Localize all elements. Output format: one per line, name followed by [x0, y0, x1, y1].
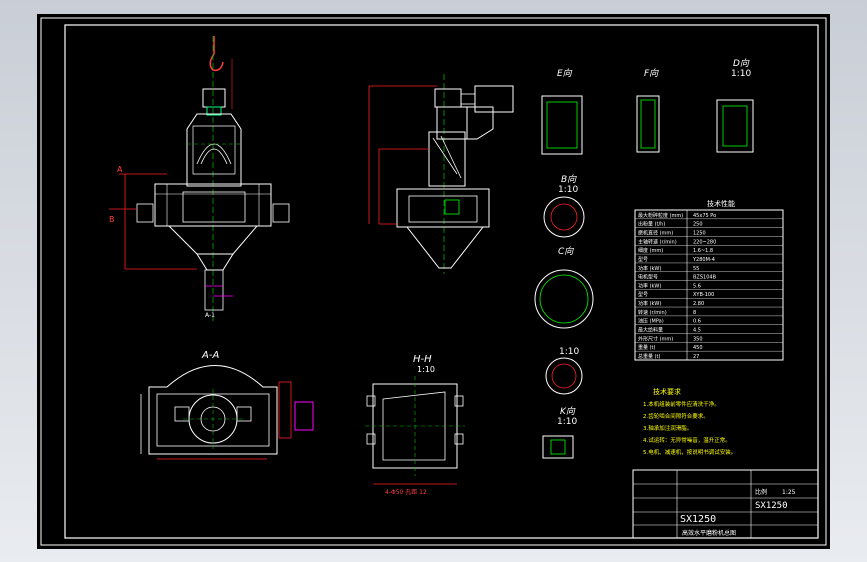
spec-param: 型号 — [638, 291, 648, 298]
inner-border — [64, 24, 819, 539]
spec-value: 5.6 — [693, 283, 701, 289]
section-aa-body — [148, 365, 278, 455]
spec-value: 45x75 Po — [693, 213, 716, 219]
spec-value: 1.6~1.8 — [693, 248, 713, 254]
drawing-name: 高效水平磨粉机总图 — [682, 529, 736, 537]
view-k-frame — [542, 435, 574, 459]
spec-param: 最大粉碎粒度 (mm) — [638, 212, 683, 219]
note-item: 2.齿轮啮合间隙符合要求。 — [643, 412, 709, 420]
scale-value: 1:25 — [782, 489, 796, 496]
spec-param: 功率 (kW) — [638, 300, 661, 307]
cone-side — [405, 226, 485, 269]
section-a-a: A-A — [140, 350, 314, 460]
title-block-frame — [632, 469, 819, 539]
view-k-title: K向 — [560, 406, 576, 417]
note-item: 3.轴承加注润滑脂。 — [643, 424, 692, 432]
spec-table-frame — [634, 209, 784, 361]
drawing-number: SX1250 — [680, 514, 716, 525]
spec-value: 55 — [693, 266, 699, 272]
view-d-frame — [716, 99, 754, 153]
spec-value: BZS104B — [693, 275, 717, 281]
view-e-title: E向 — [557, 68, 573, 79]
spec-param: 型号 — [638, 256, 648, 263]
spec-value: 250 — [693, 222, 703, 228]
view-hh-scale: 1:10 — [417, 365, 435, 374]
view-b-scale: 1:10 — [558, 185, 578, 195]
outer-border — [40, 17, 827, 546]
spec-param: 出粉量 (t/h) — [638, 221, 665, 228]
section-aa-title: A-A — [201, 350, 219, 361]
label-a: A — [117, 165, 123, 174]
spec-param: 功率 (kW) — [638, 265, 661, 272]
view-i-scale: 1:10 — [559, 347, 579, 357]
spec-table: 技术性能 最大粉碎粒度 (mm) 45x75 Po 出粉量 (t/h) 250 磨机直径… — [634, 199, 784, 361]
view-d-title: D向 — [733, 58, 750, 69]
view-k-scale: 1:10 — [557, 417, 577, 427]
spec-param: 转速 (r/min) — [638, 309, 667, 316]
classifier-housing — [186, 113, 242, 187]
spec-param: 最大给料量 — [638, 327, 663, 334]
oil-station — [294, 401, 314, 431]
spec-table-title: 技术性能 — [707, 199, 735, 208]
spec-param: 主轴转速 (r/min) — [638, 238, 677, 245]
view-hh-title: H-H — [413, 354, 432, 365]
title-block: SX1250 SX1250 高效水平磨粉机总图 比例 1:25 — [632, 469, 819, 539]
view-d-scale: 1:10 — [731, 69, 751, 79]
spec-param: 细度 (mm) — [638, 247, 663, 254]
notes-title: 技术要求 — [653, 387, 681, 396]
view-f-frame — [636, 95, 660, 153]
label-b: B — [109, 215, 115, 224]
spec-value: Y280M-4 — [692, 257, 715, 263]
spec-value: 8 — [693, 310, 696, 316]
cad-drawing: A B A-1 A-A — [40, 17, 827, 546]
spec-value: 220~280 — [693, 239, 716, 245]
notes-items: 1.本机组装前零件应清洗干净。 2.齿轮啮合间隙符合要求。 3.轴承加注润滑脂。 4.… — [643, 400, 736, 456]
spec-value: 2.80 — [693, 301, 704, 307]
spec-value: 450 — [693, 345, 703, 351]
note-item: 5.电机、减速机，按说明书调试安装。 — [643, 448, 736, 456]
section-mark: A-1 — [205, 312, 215, 319]
spec-value: 4.5 — [693, 328, 701, 334]
view-f-title: F向 — [644, 68, 659, 79]
view-c-title: C向 — [558, 246, 574, 257]
motor — [202, 88, 226, 108]
view-b-flange — [543, 196, 585, 238]
hole-note: 4-Φ50 孔距 12 — [385, 488, 427, 496]
note-item: 4.试运转：无异常噪音，温升正常。 — [643, 436, 731, 444]
spec-value: 27 — [693, 354, 699, 360]
mill-body-side — [396, 188, 490, 228]
fan — [434, 88, 462, 108]
spec-param: 电机型号 — [638, 274, 658, 281]
drawing-number-2: SX1250 — [755, 501, 788, 511]
view-e-frame — [541, 95, 583, 155]
hook-icon — [209, 36, 224, 72]
view-i-flange — [545, 357, 583, 395]
discharge-pipe — [204, 269, 224, 311]
view-b-title: B向 — [561, 174, 577, 185]
technical-notes: 技术要求 1.本机组装前零件应清洗干净。 2.齿轮啮合间隙符合要求。 3.轴承加注润… — [643, 387, 736, 456]
detail-views: E向 F向 D向 1:10 B向 1:10 C向 1:10 K向 1:10 — [534, 58, 754, 459]
view-c-flange — [534, 269, 594, 329]
spec-value: 0.6 — [693, 319, 701, 325]
side-elevation — [368, 74, 514, 274]
scale-label: 比例 — [755, 488, 767, 496]
spec-value: 1250 — [693, 230, 706, 236]
spec-param: 外形尺寸 (mm) — [638, 335, 673, 342]
spec-rows: 最大粉碎粒度 (mm) 45x75 Po 出粉量 (t/h) 250 磨机直径 (mm)… — [635, 212, 783, 360]
spec-param: 油压 (MPa) — [638, 318, 664, 325]
note-item: 1.本机组装前零件应清洗干净。 — [643, 400, 720, 408]
spec-value: XYB-100 — [693, 292, 714, 298]
spec-param: 磨机直径 (mm) — [638, 229, 673, 236]
spec-param: 功率 (kW) — [638, 282, 661, 289]
spec-param: 总重量 (t) — [638, 353, 661, 360]
spec-value: 350 — [693, 336, 703, 342]
drawing-canvas[interactable]: A B A-1 A-A — [37, 14, 830, 549]
spec-param: 重量 (t) — [638, 344, 656, 351]
front-elevation: A B A-1 — [109, 36, 290, 324]
view-h-h: H-H 1:10 4-Φ50 孔距 12 — [365, 354, 465, 496]
